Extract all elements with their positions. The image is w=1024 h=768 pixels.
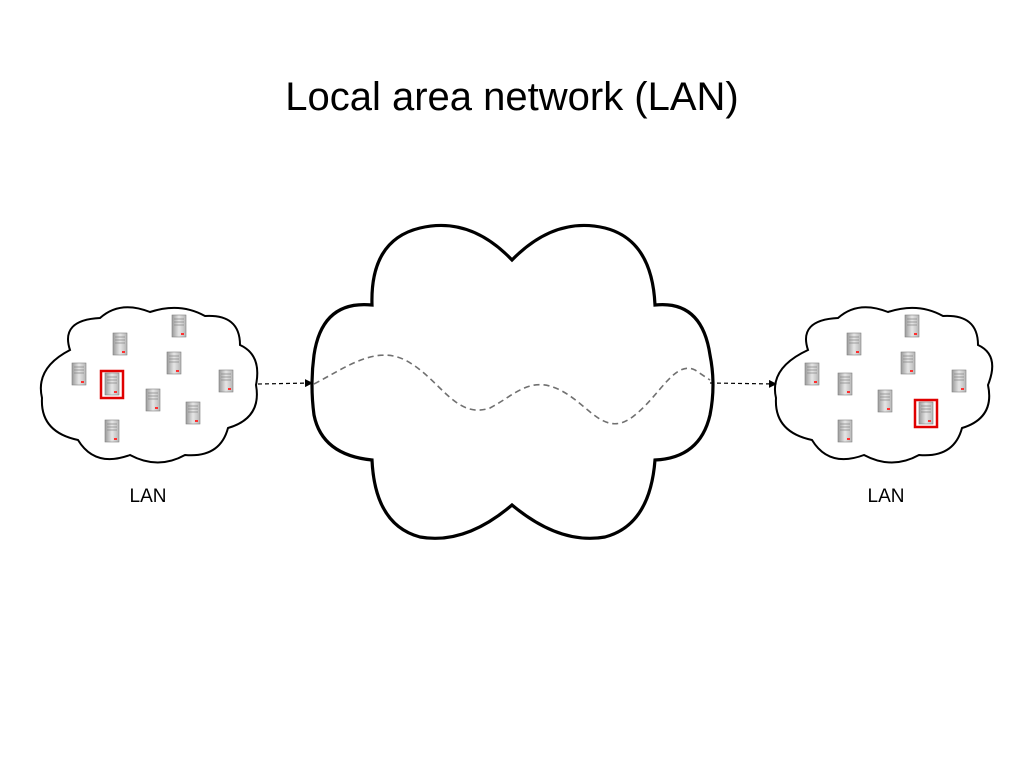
server-tower-icon: [951, 369, 967, 393]
server-tower-icon: [900, 351, 916, 375]
lan-right-label: LAN: [867, 486, 905, 507]
server-tower-icon: [877, 389, 893, 413]
lan-left-label: LAN: [129, 486, 167, 507]
server-tower-icon: [218, 369, 234, 393]
server-tower-icon: [837, 419, 853, 443]
server-tower-icon: [104, 419, 120, 443]
arrow-left-to-wan: [257, 379, 313, 388]
server-tower-icon: [112, 332, 128, 356]
server-tower-icon: [145, 388, 161, 412]
server-tower-icon: [804, 362, 820, 386]
server-tower-icon: [166, 351, 182, 375]
server-tower-icon: [837, 372, 853, 396]
server-tower-icon: [185, 401, 201, 425]
lan-left-cloud: [39, 306, 259, 464]
arrow-wan-to-right: [709, 379, 777, 388]
server-tower-icon: [846, 332, 862, 356]
server-tower-icon: [904, 314, 920, 338]
slide-title: Local area network (LAN): [285, 75, 739, 119]
server-tower-icon: [104, 372, 120, 396]
server-tower-icon: [171, 314, 187, 338]
server-tower-icon: [71, 362, 87, 386]
server-tower-icon: [918, 401, 934, 425]
wan-cloud: [310, 223, 715, 540]
